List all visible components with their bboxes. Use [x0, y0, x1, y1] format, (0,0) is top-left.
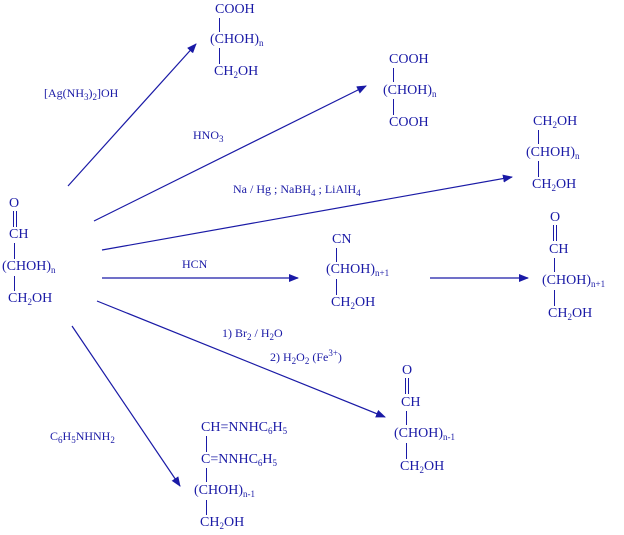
- chain: (CHOH)n: [383, 83, 437, 99]
- chain: (CHOH)n+1: [326, 262, 390, 278]
- terminal-group: CH2OH: [331, 295, 376, 311]
- terminal-group: CH2OH: [214, 64, 259, 80]
- double-bond: [405, 378, 406, 394]
- hydrazone-line-1: CH=NNHC6H5: [201, 420, 288, 436]
- double-bond-second: [556, 225, 557, 241]
- top-group: CH2OH: [533, 114, 578, 130]
- reagent-nitric-acid: HNO3: [193, 128, 224, 144]
- chain: (CHOH)n: [526, 145, 580, 161]
- chain: (CHOH)n-1: [194, 483, 255, 499]
- reagent-ruff-step-1: 1) Br2 / H2O: [222, 326, 283, 342]
- hydrazone-line-2: C=NNHC6H5: [201, 452, 278, 468]
- carbonyl-oxygen: O: [9, 196, 20, 211]
- terminal-group: CH2OH: [8, 291, 53, 307]
- double-bond: [13, 211, 14, 227]
- arrow-to-aldaric-acid: [93, 85, 367, 222]
- bond: [393, 99, 394, 115]
- reagent-ruff-step-2: 2) H2O2 (Fe3+): [270, 348, 342, 366]
- carbonyl-oxygen: O: [402, 363, 413, 378]
- reagent-tollens: [Ag(NH3)2]OH: [44, 86, 119, 102]
- double-bond-second: [16, 211, 17, 227]
- double-bond: [553, 225, 554, 241]
- aldehyde-ch: CH: [9, 227, 29, 242]
- reagent-phenylhydrazine: C6H5NHNH2: [50, 429, 115, 445]
- chain: (CHOH)n+1: [542, 273, 606, 289]
- bond: [206, 500, 207, 515]
- bottom-group: COOH: [389, 115, 429, 130]
- carbonyl-oxygen: O: [550, 210, 561, 225]
- bond: [219, 48, 220, 64]
- bond: [219, 18, 220, 32]
- bond: [336, 248, 337, 262]
- bond: [554, 290, 555, 306]
- bond: [406, 443, 407, 459]
- bond: [538, 130, 539, 144]
- terminal-group: CH2OH: [200, 515, 245, 531]
- arrow-to-osazone: [71, 325, 181, 487]
- reagent-reduction: Na / Hg ; NaBH4 ; LiAlH4: [233, 182, 361, 198]
- bond: [14, 276, 15, 291]
- top-group: COOH: [389, 52, 429, 67]
- bond: [554, 258, 555, 272]
- double-bond-second: [408, 378, 409, 394]
- top-group: COOH: [215, 2, 255, 17]
- chain: (CHOH)n-1: [394, 426, 455, 442]
- bond: [14, 243, 15, 259]
- arrow-to-aldonic-acid: [67, 43, 197, 187]
- bond: [336, 279, 337, 295]
- bond: [393, 68, 394, 82]
- aldehyde-ch: CH: [549, 242, 569, 257]
- reagent-hcn: HCN: [182, 257, 208, 271]
- terminal-group: CH2OH: [532, 177, 577, 193]
- arrow-to-shorter-aldose: [96, 300, 386, 418]
- bond: [406, 411, 407, 425]
- terminal-group: CH2OH: [400, 459, 445, 475]
- bond: [206, 468, 207, 482]
- terminal-group: CH2OH: [548, 306, 593, 322]
- bond: [538, 161, 539, 177]
- aldehyde-ch: CH: [401, 395, 421, 410]
- chain: (CHOH)n: [210, 32, 264, 48]
- arrow-to-alditol: [101, 174, 513, 251]
- chain: (CHOH)n: [2, 259, 56, 275]
- bond: [206, 436, 207, 452]
- top-group: CN: [332, 232, 352, 247]
